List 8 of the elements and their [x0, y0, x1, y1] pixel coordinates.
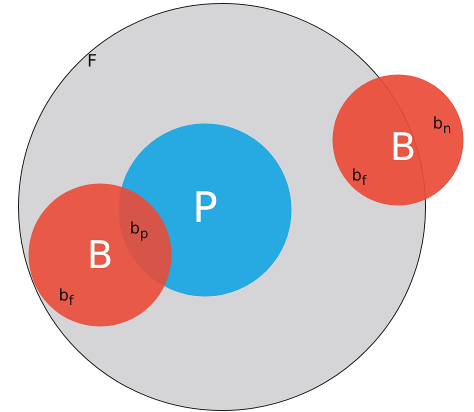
region-label: b$_{f}$	[352, 168, 366, 188]
set-label: P	[192, 187, 218, 229]
set-label: F	[87, 54, 97, 70]
region-label: b$_{p}$	[130, 220, 148, 242]
region-label: b$_{f}$	[58, 288, 74, 308]
set-label: B	[390, 128, 416, 166]
set-label: B	[86, 236, 114, 274]
region-label: b$_{n}$	[432, 116, 452, 136]
